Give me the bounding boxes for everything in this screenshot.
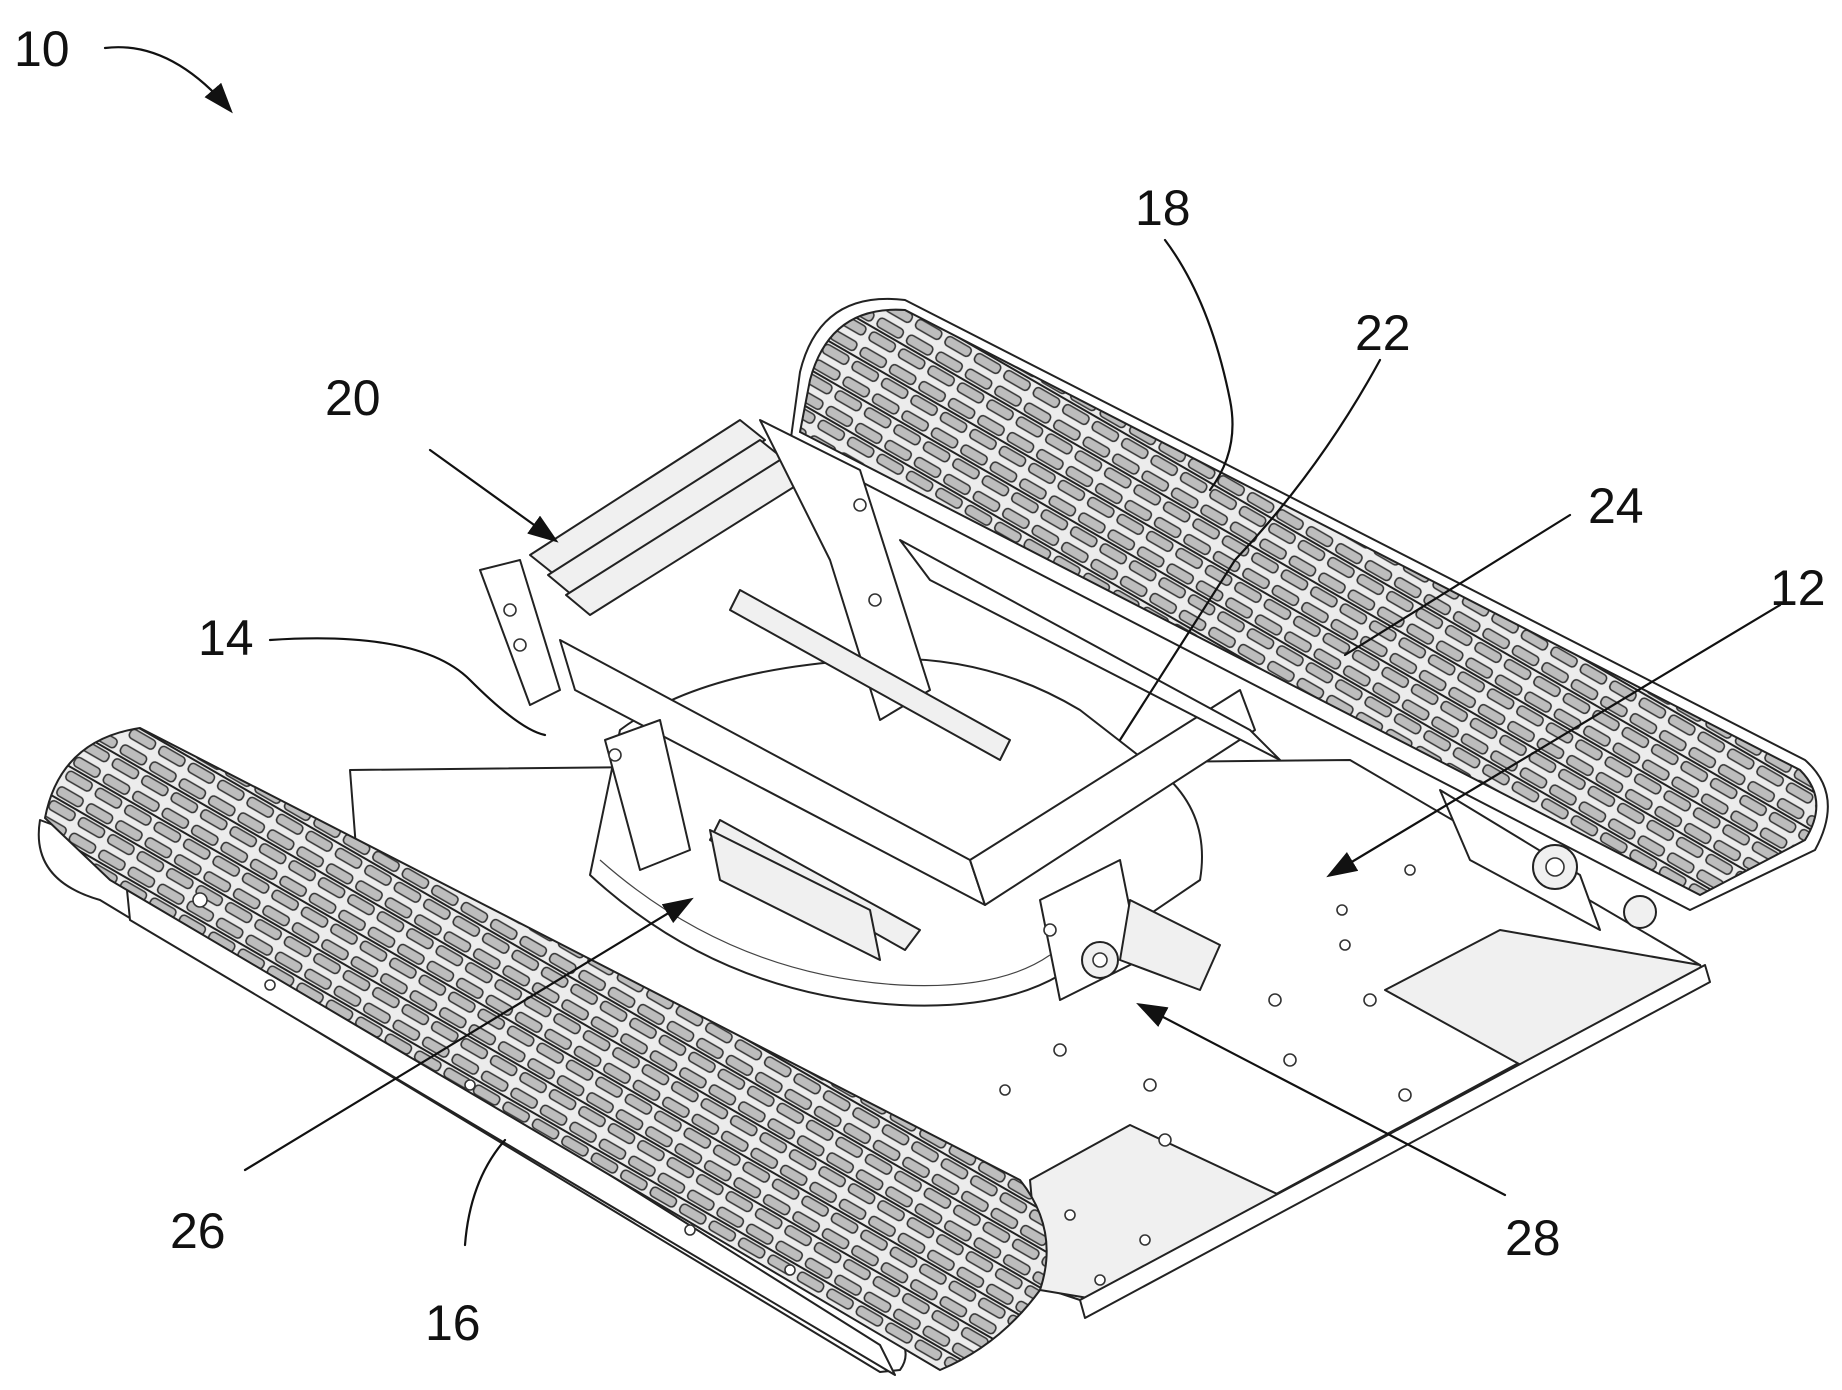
leader-16 [465, 1140, 505, 1245]
label-10: 10 [14, 21, 70, 77]
label-18: 18 [1135, 180, 1191, 236]
leader-20 [430, 450, 555, 540]
label-14: 14 [198, 610, 254, 666]
label-24: 24 [1588, 478, 1644, 534]
leader-14 [270, 638, 545, 735]
leader-10 [105, 47, 230, 110]
label-26: 26 [170, 1203, 226, 1259]
label-20: 20 [325, 370, 381, 426]
label-12: 12 [1770, 560, 1826, 616]
label-22: 22 [1355, 305, 1411, 361]
label-28: 28 [1505, 1210, 1561, 1266]
label-16: 16 [425, 1295, 481, 1351]
